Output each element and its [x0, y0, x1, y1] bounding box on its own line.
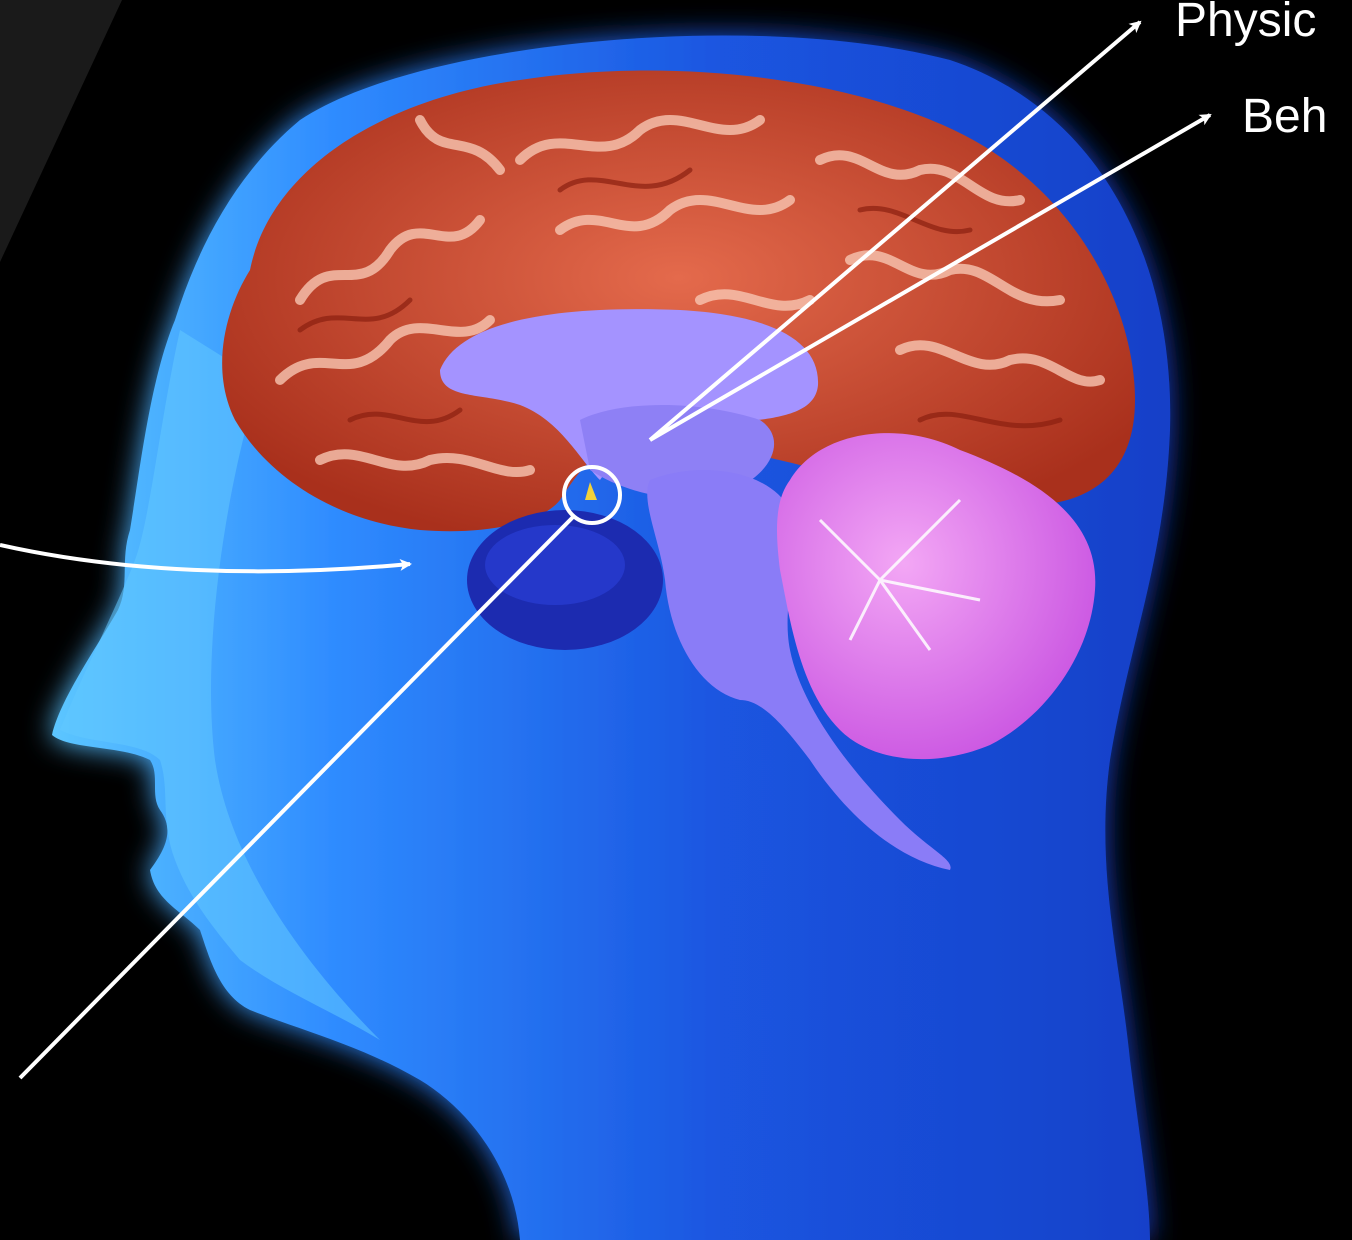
label-behavior: Beh	[1242, 90, 1327, 143]
background-panel	[0, 0, 122, 262]
label-physiology: Physic	[1175, 0, 1316, 47]
